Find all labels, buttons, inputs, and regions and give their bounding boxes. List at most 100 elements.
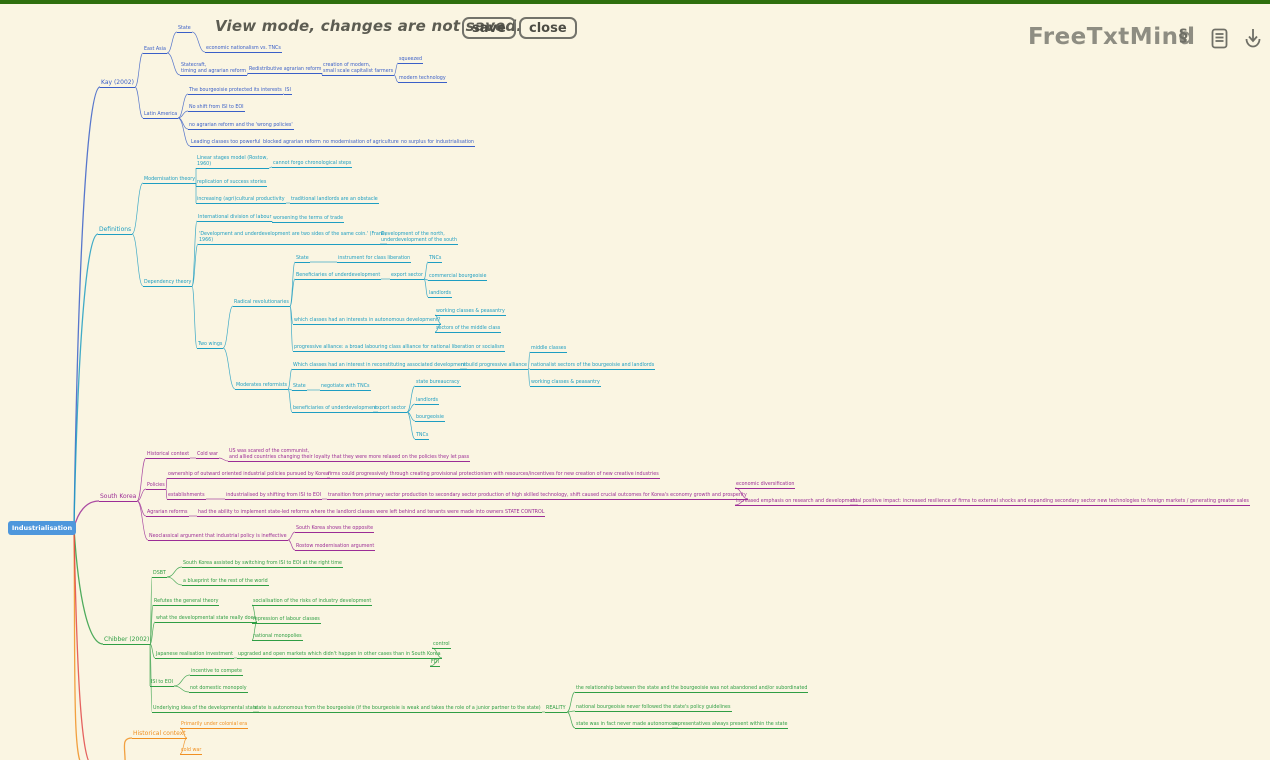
mindmap-node[interactable]: Beneficiaries of underdevelopment bbox=[295, 273, 382, 281]
mindmap-node[interactable]: cannot forgo chronological steps bbox=[272, 161, 353, 169]
mindmap-node[interactable]: Rostow modernisation argument bbox=[295, 544, 376, 552]
mindmap-node[interactable]: Japanese realisation investment bbox=[155, 652, 234, 660]
mindmap-node[interactable]: not domestic monopoly bbox=[189, 686, 248, 694]
mindmap-node[interactable]: industrialised by shifting from ISI to E… bbox=[225, 493, 323, 501]
mindmap-node[interactable]: upgraded and open markets which didn't h… bbox=[237, 652, 442, 660]
mindmap-node[interactable]: sectors of the middle class bbox=[435, 326, 502, 334]
mindmap-node[interactable]: Radical revolutionaries bbox=[233, 300, 290, 308]
mindmap-root-node[interactable]: Industrialisation bbox=[8, 521, 76, 535]
mindmap-node[interactable]: State bbox=[295, 256, 310, 264]
mindmap-node[interactable]: beneficiaries of underdevelopment bbox=[292, 406, 378, 414]
mindmap-node[interactable]: transition from primary sector productio… bbox=[327, 493, 748, 501]
mindmap-node[interactable]: Historical context bbox=[132, 730, 187, 740]
mindmap-node[interactable]: Which classes had an interest in reconst… bbox=[292, 363, 467, 371]
mindmap-node[interactable]: working classes & peasantry bbox=[435, 309, 506, 317]
mindmap-node[interactable]: economic diversification bbox=[735, 482, 796, 490]
mindmap-node[interactable]: TNCs bbox=[428, 256, 443, 264]
mindmap-node[interactable]: Underlying idea of the developmental sta… bbox=[152, 706, 259, 714]
save-button[interactable]: save bbox=[462, 17, 516, 39]
mindmap-node[interactable]: ISI bbox=[284, 88, 292, 96]
mindmap-node[interactable]: REALITY bbox=[545, 706, 567, 714]
mindmap-node[interactable]: International division of labour bbox=[197, 215, 273, 223]
mindmap-node[interactable]: East Asia bbox=[143, 47, 167, 55]
mindmap-node[interactable]: middle classes bbox=[530, 346, 568, 354]
mindmap-node[interactable]: South Korea bbox=[99, 493, 138, 503]
info-icon[interactable]: § bbox=[1179, 26, 1188, 46]
mindmap-node[interactable]: Redistributive agrarian reform bbox=[248, 67, 323, 75]
mindmap-node[interactable]: worsening the terms of trade bbox=[272, 216, 345, 224]
mindmap-node[interactable]: bourgeoisie bbox=[415, 415, 445, 423]
mindmap-node[interactable]: Agrarian reforms bbox=[146, 510, 189, 518]
mindmap-node[interactable]: Development of the north, underdevelopme… bbox=[380, 232, 459, 245]
mindmap-node[interactable]: creation of modern, small scale capitali… bbox=[322, 63, 395, 76]
mindmap-node[interactable]: Kay (2002) bbox=[100, 79, 135, 89]
mindmap-node[interactable]: cold war bbox=[180, 748, 203, 756]
mindmap-node[interactable]: Two wings bbox=[197, 342, 224, 350]
mindmap-node[interactable]: modern technology bbox=[398, 76, 447, 84]
mindmap-node[interactable]: ownership of outward oriented industrial… bbox=[167, 472, 330, 480]
mindmap-node[interactable]: firms could progressively through creati… bbox=[327, 472, 660, 480]
mindmap-node[interactable]: Refutes the general theory bbox=[153, 599, 220, 607]
mindmap-node[interactable]: 'Development and underdevelopment are tw… bbox=[198, 232, 388, 245]
mindmap-node[interactable]: rebuild progressive alliance bbox=[460, 363, 528, 371]
mindmap-node[interactable]: a blueprint for the rest of the world bbox=[182, 579, 269, 587]
mindmap-node[interactable]: increasing (agri)cultural productivity bbox=[196, 197, 286, 205]
download-icon[interactable] bbox=[1243, 28, 1263, 54]
mindmap-node[interactable]: blocked agrarian reform bbox=[262, 140, 322, 148]
mindmap-node[interactable]: national bourgeoisie never followed the … bbox=[575, 705, 732, 713]
mindmap-node[interactable]: Definitions bbox=[98, 226, 133, 236]
mindmap-node[interactable]: South Korea shows the opposite bbox=[295, 526, 375, 534]
mindmap-node[interactable]: Statecraft, timing and agrarian reform bbox=[180, 63, 248, 76]
mindmap-node[interactable]: Historical context bbox=[146, 452, 191, 460]
mindmap-node[interactable]: landlords bbox=[415, 398, 440, 406]
mindmap-node[interactable]: dual positive impact: increased resilien… bbox=[850, 499, 1250, 507]
notes-icon[interactable] bbox=[1210, 28, 1229, 53]
mindmap-node[interactable]: socialisation of the risks of industry d… bbox=[252, 599, 373, 607]
mindmap-node[interactable]: no modernisation of agriculture bbox=[322, 140, 400, 148]
mindmap-node[interactable]: No shift from ISI to EOI bbox=[188, 105, 245, 113]
mindmap-node[interactable]: squeezed bbox=[398, 57, 424, 65]
mindmap-node[interactable]: landlords bbox=[428, 291, 453, 299]
mindmap-node[interactable]: Neoclassical argument that industrial po… bbox=[148, 534, 288, 542]
mindmap-node[interactable]: export sector bbox=[373, 406, 407, 414]
mindmap-node[interactable]: national monopolies bbox=[252, 634, 303, 642]
mindmap-node[interactable]: nationalist sectors of the bourgeoisie a… bbox=[530, 363, 656, 371]
mindmap-node[interactable]: export sector bbox=[390, 273, 424, 281]
mindmap-node[interactable]: progressive alliance: a broad labouring … bbox=[293, 345, 506, 353]
mindmap-node[interactable]: US was scared of the communist, and alli… bbox=[228, 449, 471, 462]
mindmap-node[interactable]: no surplus for industrialisation bbox=[400, 140, 475, 148]
mindmap-node[interactable]: Modernisation theory bbox=[143, 177, 197, 185]
mindmap-node[interactable]: state bureaucracy bbox=[415, 380, 461, 388]
mindmap-node[interactable]: Latin America bbox=[143, 112, 179, 120]
mindmap-node[interactable]: TNCs bbox=[415, 433, 430, 441]
mindmap-node[interactable]: State bbox=[177, 26, 192, 34]
mindmap-node[interactable]: Chibber (2002) bbox=[103, 636, 151, 646]
close-button[interactable]: close bbox=[519, 17, 577, 39]
mindmap-node[interactable]: incentive to compete bbox=[190, 669, 243, 677]
mindmap-node[interactable]: the relationship between the state and t… bbox=[575, 686, 809, 694]
mindmap-node[interactable]: Linear stages model (Rostow, 1960) bbox=[196, 156, 269, 169]
mindmap-node[interactable]: instrument for class liberation bbox=[337, 256, 412, 264]
mindmap-node[interactable]: State bbox=[292, 384, 307, 392]
mindmap-node[interactable]: South Korea assisted by switching from I… bbox=[182, 561, 343, 569]
mindmap-node[interactable]: ISI to EOI bbox=[150, 680, 174, 688]
mindmap-node[interactable]: representatives always present within th… bbox=[672, 722, 789, 730]
mindmap-node[interactable]: Policies bbox=[146, 483, 166, 491]
mindmap-node[interactable]: Leading classes too powerful bbox=[190, 140, 262, 148]
mindmap-node[interactable]: repression of labour classes bbox=[252, 617, 321, 625]
mindmap-node[interactable]: state is autonomous from the bourgeoisie… bbox=[253, 706, 542, 714]
mindmap-node[interactable]: commercial bourgeoisie bbox=[428, 274, 488, 282]
mindmap-node[interactable]: FDI bbox=[430, 660, 440, 668]
mindmap-node[interactable]: no agrarian reform and the 'wrong polici… bbox=[188, 123, 294, 131]
mindmap-node[interactable]: which classes had an interests in autono… bbox=[293, 318, 442, 326]
mindmap-node[interactable]: traditional landlords are an obstacle bbox=[290, 197, 379, 205]
mindmap-node[interactable]: Dependency theory bbox=[143, 280, 193, 288]
mindmap-node[interactable]: economic nationalism vs. TNCs bbox=[205, 46, 282, 54]
mindmap-node[interactable]: The bourgeoisie protected its interests bbox=[188, 88, 283, 96]
mindmap-node[interactable]: what the developmental state really does bbox=[155, 616, 258, 624]
mindmap-node[interactable]: Moderates reformists bbox=[235, 383, 289, 391]
mindmap-node[interactable]: increased emphasis on research and devel… bbox=[735, 499, 859, 507]
mindmap-node[interactable]: Cold war bbox=[196, 452, 220, 460]
mindmap-node[interactable]: DSBT bbox=[152, 571, 167, 579]
